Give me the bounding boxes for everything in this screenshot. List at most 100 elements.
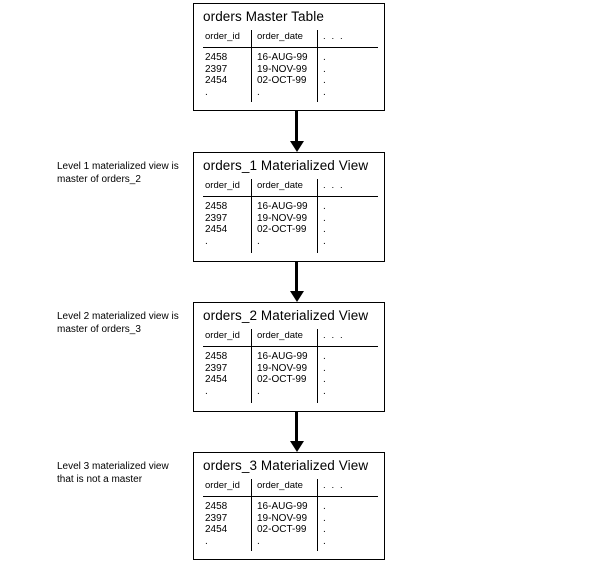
cell-more: . <box>323 501 326 512</box>
cell-order-id: 2458 <box>205 201 228 212</box>
cells-more: . . . . <box>323 501 326 547</box>
cell-order-date: 02-OCT-99 <box>257 524 307 536</box>
entity-title: orders_3 Materialized View <box>203 458 369 473</box>
cell-more: . <box>323 524 326 536</box>
column-divider-1 <box>251 329 253 403</box>
column-header-order-id: order_id <box>205 31 240 42</box>
mini-table: order_id order_date . . . 2458 2397 2454… <box>203 329 378 407</box>
cell-order-date: 02-OCT-99 <box>257 75 307 87</box>
mini-table: order_id order_date . . . 2458 2397 2454… <box>203 30 378 106</box>
column-divider-2 <box>317 479 319 551</box>
arrow-shaft <box>295 262 298 291</box>
cell-order-id: 2397 <box>205 512 228 524</box>
cell-more: . <box>323 351 326 362</box>
cell-order-id: 2458 <box>205 501 228 512</box>
cell-more: . <box>323 512 326 524</box>
cell-order-id: 2454 <box>205 374 228 386</box>
arrow-master-to-orders_1-icon <box>290 111 304 152</box>
cell-more: . <box>323 75 326 87</box>
cells-order-date: 16-AUG-99 19-NOV-99 02-OCT-99 . <box>257 201 308 247</box>
cell-order-date: 19-NOV-99 <box>257 63 308 75</box>
arrow-head <box>290 141 304 152</box>
header-underline <box>203 196 378 198</box>
column-header-order-id: order_id <box>205 330 240 341</box>
column-header-order-date: order_date <box>257 180 303 191</box>
column-header-order-id: order_id <box>205 480 240 491</box>
arrow-shaft <box>295 111 298 141</box>
arrow-head <box>290 291 304 302</box>
cell-more: . <box>323 385 326 397</box>
annotation-level-2: Level 2 materialized view is master of o… <box>57 310 189 336</box>
arrow-shaft <box>295 412 298 441</box>
cells-order-date: 16-AUG-99 19-NOV-99 02-OCT-99 . <box>257 351 308 397</box>
cell-more: . <box>323 212 326 224</box>
annotation-line: master of orders_3 <box>57 324 141 335</box>
header-underline <box>203 346 378 348</box>
cell-order-id: 2454 <box>205 524 228 536</box>
cell-more: . <box>323 362 326 374</box>
column-header-order-date: order_date <box>257 31 303 42</box>
cell-more: . <box>323 235 326 247</box>
cells-order-id: 2458 2397 2454 . <box>205 351 227 397</box>
cells-order-id: 2458 2397 2454 . <box>205 201 227 247</box>
column-header-order-id: order_id <box>205 180 240 191</box>
annotation-level-1: Level 1 materialized view is master of o… <box>57 160 189 186</box>
annotation-line: Level 3 materialized view <box>57 461 169 472</box>
header-underline <box>203 47 378 49</box>
column-header-more: . . . <box>323 180 345 191</box>
column-divider-1 <box>251 179 253 253</box>
cells-more: . . . . <box>323 351 326 397</box>
cells-more: . . . . <box>323 201 326 247</box>
entity-box-orders-master: orders Master Table order_id order_date … <box>193 3 385 111</box>
cell-order-date: 19-NOV-99 <box>257 512 308 524</box>
cell-order-id: . <box>205 535 208 547</box>
cell-order-id: 2454 <box>205 224 228 236</box>
cell-order-date: . <box>257 385 260 397</box>
cell-more: . <box>323 86 326 98</box>
column-header-more: . . . <box>323 31 345 42</box>
arrow-orders_2-to-orders_3-icon <box>290 412 304 452</box>
cell-order-date: . <box>257 535 260 547</box>
cell-order-id: 2458 <box>205 351 228 362</box>
column-divider-1 <box>251 30 253 102</box>
cell-more: . <box>323 63 326 75</box>
cell-more: . <box>323 224 326 236</box>
cell-order-date: 16-AUG-99 <box>257 52 308 63</box>
entity-box-orders_1: orders_1 Materialized View order_id orde… <box>193 152 385 262</box>
arrow-head <box>290 441 304 452</box>
cell-order-id: . <box>205 235 208 247</box>
annotation-line: master of orders_2 <box>57 174 141 185</box>
cell-order-date: . <box>257 86 260 98</box>
column-header-more: . . . <box>323 330 345 341</box>
column-divider-2 <box>317 329 319 403</box>
entity-title: orders_1 Materialized View <box>203 158 369 173</box>
annotation-line: that is not a master <box>57 474 143 485</box>
cells-order-id: 2458 2397 2454 . <box>205 52 227 98</box>
entity-box-orders_3: orders_3 Materialized View order_id orde… <box>193 452 385 560</box>
header-underline <box>203 496 378 498</box>
cell-order-id: . <box>205 86 208 98</box>
cells-order-date: 16-AUG-99 19-NOV-99 02-OCT-99 . <box>257 501 308 547</box>
cell-order-date: . <box>257 235 260 247</box>
cell-more: . <box>323 52 326 63</box>
cell-order-date: 16-AUG-99 <box>257 351 308 362</box>
entity-box-orders_2: orders_2 Materialized View order_id orde… <box>193 302 385 412</box>
cell-order-id: 2397 <box>205 362 228 374</box>
cell-more: . <box>323 201 326 212</box>
column-header-order-date: order_date <box>257 330 303 341</box>
annotation-line: Level 2 materialized view is <box>57 311 179 322</box>
cell-order-id: 2397 <box>205 212 228 224</box>
cell-order-date: 16-AUG-99 <box>257 201 308 212</box>
cell-order-id: 2458 <box>205 52 228 63</box>
entity-title: orders Master Table <box>203 9 324 24</box>
column-header-more: . . . <box>323 480 345 491</box>
cell-more: . <box>323 535 326 547</box>
cell-order-date: 16-AUG-99 <box>257 501 308 512</box>
column-divider-1 <box>251 479 253 551</box>
cell-order-id: 2454 <box>205 75 228 87</box>
cell-order-id: . <box>205 385 208 397</box>
cell-more: . <box>323 374 326 386</box>
cell-order-date: 19-NOV-99 <box>257 362 308 374</box>
column-header-order-date: order_date <box>257 480 303 491</box>
